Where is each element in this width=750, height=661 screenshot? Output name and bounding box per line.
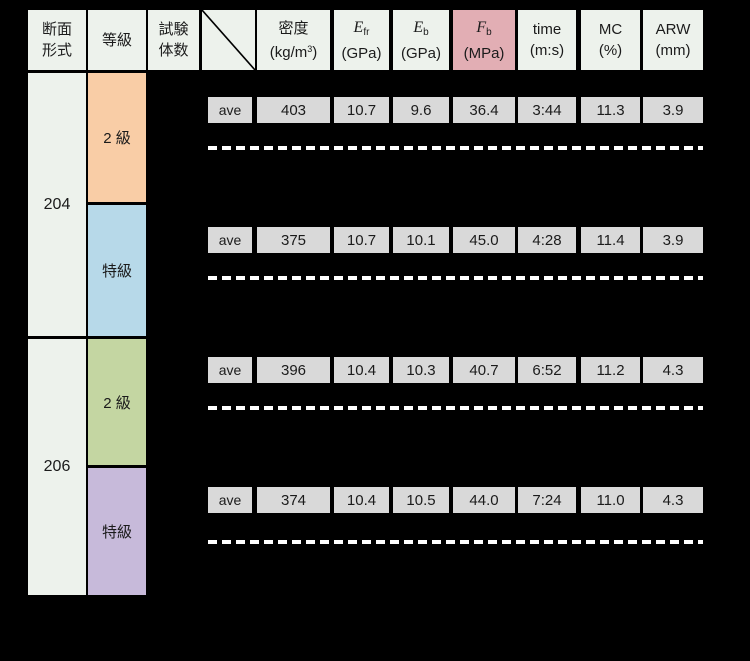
fb-symbol: Fb: [476, 17, 491, 43]
row3-efr-cell: 10.4: [334, 357, 389, 383]
density-unit-post: ): [312, 43, 318, 61]
header-density-title: 密度: [278, 19, 309, 37]
dashed-separator-3: [208, 406, 703, 410]
fb-unit: (MPa): [463, 44, 505, 62]
row2-arw-cell: 3.9: [643, 227, 703, 253]
header-eb: Eb (GPa): [393, 10, 449, 70]
section-204-label: 204: [43, 195, 71, 213]
row4-eb-cell: 10.5: [393, 487, 449, 513]
header-specimen-line1: 試験: [158, 21, 189, 38]
grade-204-2kyu-label: 2 級: [103, 130, 131, 147]
section-cell-206: 206: [28, 339, 86, 595]
grade-cell-204-2kyu: 2 級: [88, 73, 146, 202]
header-diagonal-cell: [202, 10, 255, 70]
efr-subscript: fr: [363, 26, 370, 38]
time-title: time: [532, 21, 562, 38]
row4-efr-cell: 10.4: [334, 487, 389, 513]
header-mc: MC (%): [581, 10, 640, 70]
mc-title: MC: [598, 21, 623, 38]
eb-unit: (GPa): [400, 44, 441, 62]
grade-206-2kyu-label: 2 級: [103, 394, 131, 412]
row3-mc-cell: 11.2: [581, 357, 640, 383]
row1-fb-cell: 36.4: [453, 97, 515, 123]
arw-unit: (mm): [655, 42, 691, 59]
row1-arw-cell: 3.9: [643, 97, 703, 123]
row3-density-cell: 396: [257, 357, 330, 383]
header-fb: Fb (MPa): [453, 10, 515, 70]
header-section-line2: 形式: [41, 42, 72, 59]
header-specimen-line2: 体数: [158, 42, 189, 59]
row1-mc-cell: 11.3: [581, 97, 640, 123]
header-efr: Efr (GPa): [334, 10, 389, 70]
row3-stat-cell: ave: [208, 357, 252, 383]
row1-efr-cell: 10.7: [334, 97, 389, 123]
efr-unit: (GPa): [341, 44, 382, 62]
efr-letter: E: [353, 18, 364, 36]
dashed-separator-1: [208, 146, 703, 150]
header-grade: 等級: [88, 10, 146, 70]
row1-time-cell: 3:44: [518, 97, 576, 123]
grade-cell-206-2kyu: 2 級: [88, 339, 146, 465]
dashed-separator-2: [208, 276, 703, 280]
header-arw: ARW (mm): [643, 10, 703, 70]
grade-cell-204-tokkyu: 特級: [88, 205, 146, 336]
density-unit-pre: (kg/m: [269, 43, 308, 61]
row2-stat-cell: ave: [208, 227, 252, 253]
header-section-type: 断面 形式: [28, 10, 86, 70]
time-unit: (m:s): [529, 42, 565, 59]
row2-mc-cell: 11.4: [581, 227, 640, 253]
row3-time-cell: 6:52: [518, 357, 576, 383]
fb-subscript: b: [486, 26, 492, 38]
row4-mc-cell: 11.0: [581, 487, 640, 513]
efr-symbol: Efr: [354, 17, 370, 43]
header-density-unit: (kg/m3): [270, 39, 318, 63]
section-206-label: 206: [43, 458, 71, 475]
eb-symbol: Eb: [413, 17, 428, 43]
row1-density-cell: 403: [257, 97, 330, 123]
header-grade-label: 等級: [101, 31, 132, 49]
row2-efr-cell: 10.7: [334, 227, 389, 253]
header-density: 密度 (kg/m3): [257, 10, 330, 70]
arw-title: ARW: [655, 21, 691, 38]
row3-eb-cell: 10.3: [393, 357, 449, 383]
row4-density-cell: 374: [257, 487, 330, 513]
row2-density-cell: 375: [257, 227, 330, 253]
header-time: time (m:s): [518, 10, 576, 70]
row1-eb-cell: 9.6: [393, 97, 449, 123]
density-unit-sup: 3: [307, 43, 313, 54]
eb-letter: E: [413, 18, 424, 36]
row4-arw-cell: 4.3: [643, 487, 703, 513]
grade-cell-206-tokkyu: 特級: [88, 468, 146, 595]
row2-eb-cell: 10.1: [393, 227, 449, 253]
header-section-line1: 断面: [41, 21, 72, 38]
row3-fb-cell: 40.7: [453, 357, 515, 383]
dashed-separator-4: [208, 540, 703, 544]
header-specimen-count: 試験 体数: [148, 10, 199, 70]
row4-fb-cell: 44.0: [453, 487, 515, 513]
row1-stat-cell: ave: [208, 97, 252, 123]
row2-time-cell: 4:28: [518, 227, 576, 253]
row4-time-cell: 7:24: [518, 487, 576, 513]
row3-arw-cell: 4.3: [643, 357, 703, 383]
section-cell-204: 204: [28, 73, 86, 336]
grade-206-tokkyu-label: 特級: [101, 524, 132, 541]
eb-subscript: b: [423, 26, 429, 38]
diagonal-line: [202, 10, 255, 70]
grade-204-tokkyu-label: 特級: [101, 263, 132, 280]
row4-stat-cell: ave: [208, 487, 252, 513]
fb-letter: F: [476, 18, 487, 36]
row2-fb-cell: 45.0: [453, 227, 515, 253]
mc-unit: (%): [598, 42, 623, 59]
